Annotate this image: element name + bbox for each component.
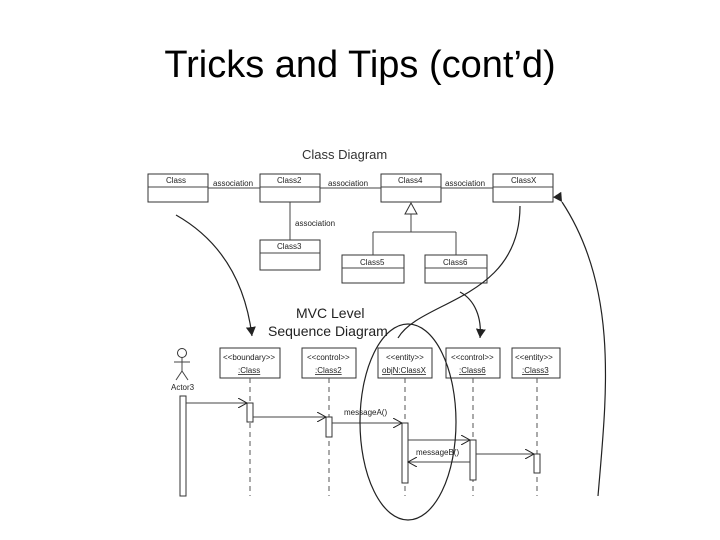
activation-bar [246,402,254,423]
class-label: Class4 [398,176,423,185]
lifeline-class2: <<control>> :Class2 [301,347,357,496]
activation-bar [401,422,409,484]
class-label: ClassX [511,176,537,185]
mapping-curve-classx [397,205,521,339]
lifeline-stereotype: <<boundary>> [223,353,275,362]
lifeline-class3: <<entity>> :Class3 [511,347,561,496]
activation-bar [533,453,541,474]
class-label: Class [166,176,186,185]
lifeline-stereotype: <<control>> [307,353,350,362]
class-label: Class2 [277,176,302,185]
class-box-class3: Class3 [259,239,321,271]
activation-bar [469,439,477,481]
lifeline-class: <<boundary>> :Class [219,347,281,496]
lifeline-name: :Class [238,366,260,375]
mapping-curve-return [552,191,607,497]
association-label: association [445,179,485,188]
lifeline-name: :Class2 [315,366,342,375]
actor-icon [174,348,190,381]
class-label: Class3 [277,242,302,251]
generalization-arrow [372,201,457,255]
association-label: association [213,179,253,188]
class-label: Class5 [360,258,385,267]
actor-activation [179,395,187,497]
lifeline-class6: <<control>> :Class6 [445,347,501,496]
class-box-class: Class [147,173,209,203]
class-label: Class6 [443,258,468,267]
lifeline-stereotype: <<entity>> [515,353,553,362]
lifeline-classx: <<entity>> objN:ClassX [377,347,433,496]
sequence-title-line1: MVC Level [296,305,364,321]
class-diagram-title: Class Diagram [302,147,387,162]
class-box-class6: Class6 [424,254,488,284]
message-a-label: messageA() [344,408,387,417]
lifeline-name: :Class6 [459,366,486,375]
association-label: association [328,179,368,188]
slide-title: Tricks and Tips (cont’d) [164,44,556,86]
mapping-curve-class [175,214,256,337]
lifeline-name: objN:ClassX [382,366,427,375]
message-b-label: messageB() [416,448,459,457]
class-box-class4: Class4 [380,173,442,203]
mapping-curve-class6 [459,291,486,339]
lifeline-name: :Class3 [522,366,549,375]
association-label: association [295,219,335,228]
class-box-class2: Class2 [259,173,321,203]
lifeline-stereotype: <<control>> [451,353,494,362]
highlight-ellipse [359,323,457,521]
activation-bar [325,416,333,438]
actor-label: Actor3 [171,383,195,392]
sequence-title-line2: Sequence Diagram [268,323,388,339]
class-box-class5: Class5 [341,254,405,284]
class-box-classx: ClassX [492,173,554,203]
lifeline-stereotype: <<entity>> [386,353,424,362]
